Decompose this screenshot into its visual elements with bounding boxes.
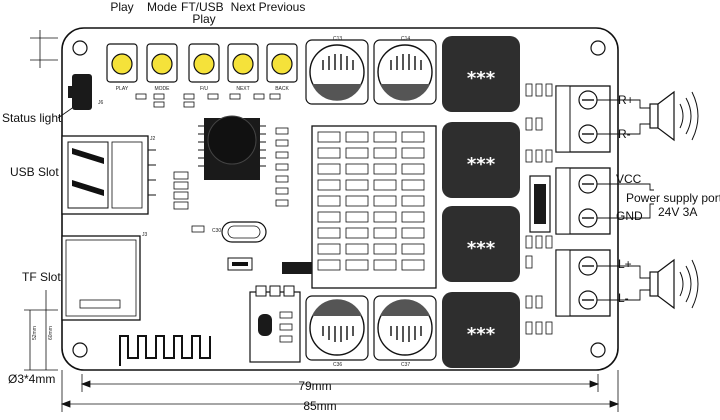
power-wires — [597, 183, 654, 219]
tactile-button-play[interactable]: PLAY — [106, 43, 138, 92]
terminal-block-power[interactable] — [555, 167, 611, 235]
button-label-next: Next — [231, 0, 256, 14]
capacitor-c13: C13 — [305, 36, 369, 105]
tactile-button-previous[interactable]: BACK — [266, 43, 298, 92]
ref-j3: J3 — [142, 232, 148, 238]
speaker-icon — [649, 90, 699, 142]
button-code-play: PLAY — [116, 86, 129, 92]
button-code-previous: BACK — [275, 86, 289, 92]
dimension-side-a: 52mm — [32, 326, 38, 340]
dimension-side-b: 60mm — [48, 326, 54, 340]
tf-slot-label: TF Slot — [22, 270, 61, 284]
inductor-marking: *** — [467, 154, 496, 175]
button-code-next: NEXT — [236, 86, 249, 92]
usb-slot-connector: J2 — [61, 135, 156, 215]
button-label-ftusb-line2: Play — [192, 12, 215, 26]
resistor-column — [275, 127, 289, 207]
button-label-mode: Mode — [147, 0, 177, 14]
label-l-minus: L- — [618, 291, 629, 305]
dimension-hole: Ø3*4mm — [8, 372, 55, 386]
inductor-marking: *** — [467, 68, 496, 89]
capacitor-c36: C36 — [305, 295, 369, 368]
inductor-1: *** — [442, 36, 520, 112]
capacitor-c37: C37 — [373, 295, 437, 368]
capacitor-c14: C14 — [373, 36, 437, 105]
button-label-ftusb-line1: FT/USB — [181, 0, 224, 14]
button-label-play: Play — [110, 0, 133, 14]
inductor-4: *** — [442, 292, 520, 368]
button-code-ftusb: F/U — [200, 86, 208, 92]
button-label-ftusb: FT/USB Play — [181, 0, 227, 26]
inductor-3: *** — [442, 206, 520, 282]
smd-parts-right — [525, 83, 553, 335]
power-port-label-line1: Power supply port — [626, 191, 720, 205]
power-diode — [529, 175, 551, 233]
mounting-hole-icon — [590, 342, 606, 358]
label-vcc: VCC — [616, 172, 642, 186]
smd-parts-top — [135, 93, 281, 108]
ref-x1: C30 — [212, 228, 221, 234]
button-code-mode: MODE — [155, 86, 171, 92]
smd-parts-left — [173, 171, 205, 233]
ic-u3 — [282, 262, 312, 274]
tactile-button-ftusb[interactable]: F/U — [188, 43, 220, 92]
dimension-inner-width: 79mm — [298, 379, 331, 393]
capacitor-c40 — [227, 257, 253, 271]
status-led-connector: J6 — [68, 74, 104, 110]
inductor-2: *** — [442, 122, 520, 198]
inductor-marking: *** — [467, 238, 496, 259]
terminal-block-left-speaker[interactable] — [555, 249, 611, 317]
mounting-hole-icon — [72, 40, 88, 56]
ref-c13: C13 — [333, 36, 342, 42]
usb-slot-label: USB Slot — [10, 165, 59, 179]
dimension-outer-width: 85mm — [303, 399, 336, 413]
power-port-label-line2: 24V 3A — [658, 205, 697, 219]
tf-slot-connector: J3 — [61, 232, 148, 321]
ref-j2: J2 — [150, 136, 156, 142]
heatsink — [311, 125, 437, 289]
crystal-oscillator: C30 — [212, 221, 267, 243]
ref-j6: J6 — [98, 100, 104, 106]
tactile-button-mode[interactable]: MODE — [146, 43, 178, 92]
terminal-block-right-speaker[interactable] — [555, 85, 611, 153]
label-l-plus: L+ — [618, 257, 632, 271]
status-light-label: Status light — [2, 111, 62, 125]
inductor-marking: *** — [467, 324, 496, 345]
bluetooth-module — [119, 285, 301, 366]
speaker-wires-right — [597, 99, 650, 135]
speaker-icon — [649, 258, 699, 310]
ref-c37: C37 — [401, 362, 410, 368]
speaker-wires-left — [597, 265, 650, 301]
mounting-hole-icon — [72, 342, 88, 358]
button-label-previous: Previous — [259, 0, 306, 14]
ref-c14: C14 — [401, 36, 410, 42]
mounting-hole-icon — [590, 40, 606, 56]
main-ic-chip — [198, 115, 266, 180]
tactile-button-next[interactable]: NEXT — [227, 43, 259, 92]
dimension-lines — [24, 30, 620, 412]
ref-c36: C36 — [333, 362, 342, 368]
label-gnd: GND — [616, 209, 643, 223]
